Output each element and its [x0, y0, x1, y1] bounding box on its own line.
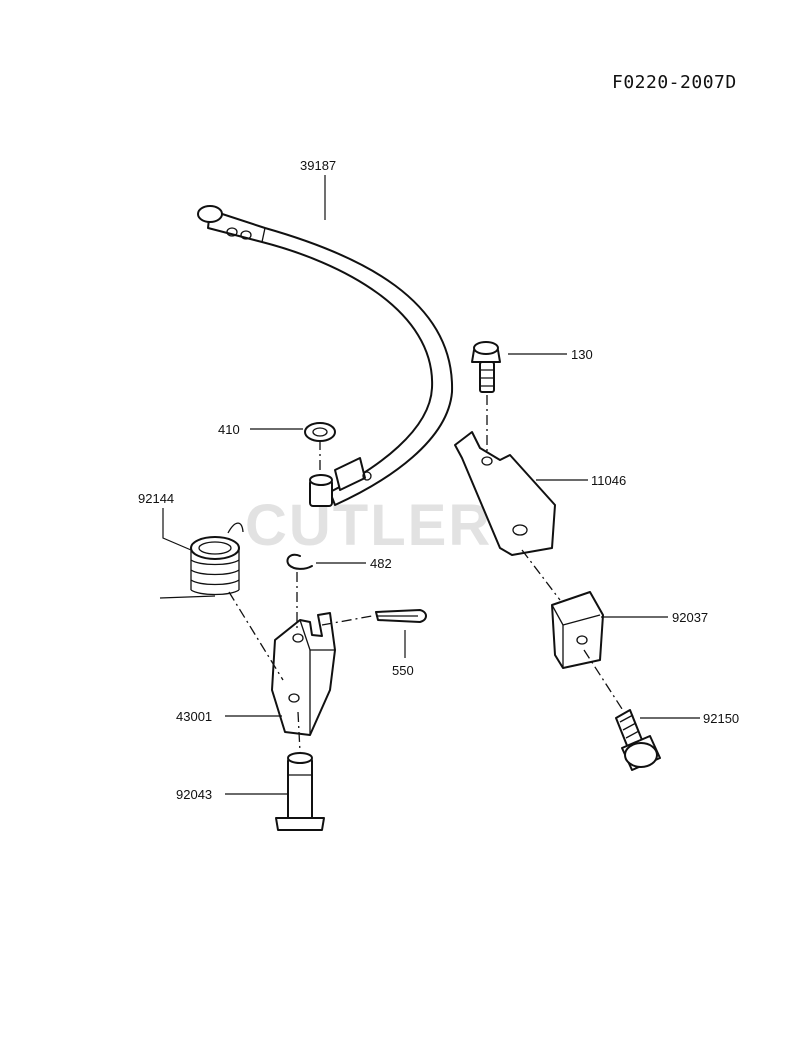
coil-spring	[159, 522, 244, 599]
e-clip	[286, 553, 313, 570]
callout-labels: 39187 130 410 11046 92144 482 92037 550 …	[138, 158, 739, 802]
leader-lines	[162, 175, 700, 795]
bracket	[454, 431, 556, 556]
callout-92150: 92150	[703, 711, 739, 726]
cotter-pin	[375, 609, 427, 623]
callout-39187: 39187	[300, 158, 336, 173]
shaft	[275, 752, 325, 831]
document-code: F0220-2007D	[612, 72, 737, 93]
callout-482: 482	[370, 556, 392, 571]
callout-410: 410	[218, 422, 240, 437]
clip	[551, 591, 604, 669]
strap-pin	[309, 474, 333, 507]
washer	[304, 422, 336, 442]
lever	[271, 612, 336, 736]
callout-550: 550	[392, 663, 414, 678]
callout-130: 130	[571, 347, 593, 362]
screw	[615, 709, 661, 771]
callout-92037: 92037	[672, 610, 708, 625]
flange-bolt	[471, 341, 501, 393]
callout-11046: 11046	[591, 473, 626, 488]
callout-43001: 43001	[176, 709, 212, 724]
callout-92144: 92144	[138, 491, 174, 506]
band-strap	[197, 205, 454, 506]
assembly-lines	[228, 395, 625, 753]
callout-92043: 92043	[176, 787, 212, 802]
